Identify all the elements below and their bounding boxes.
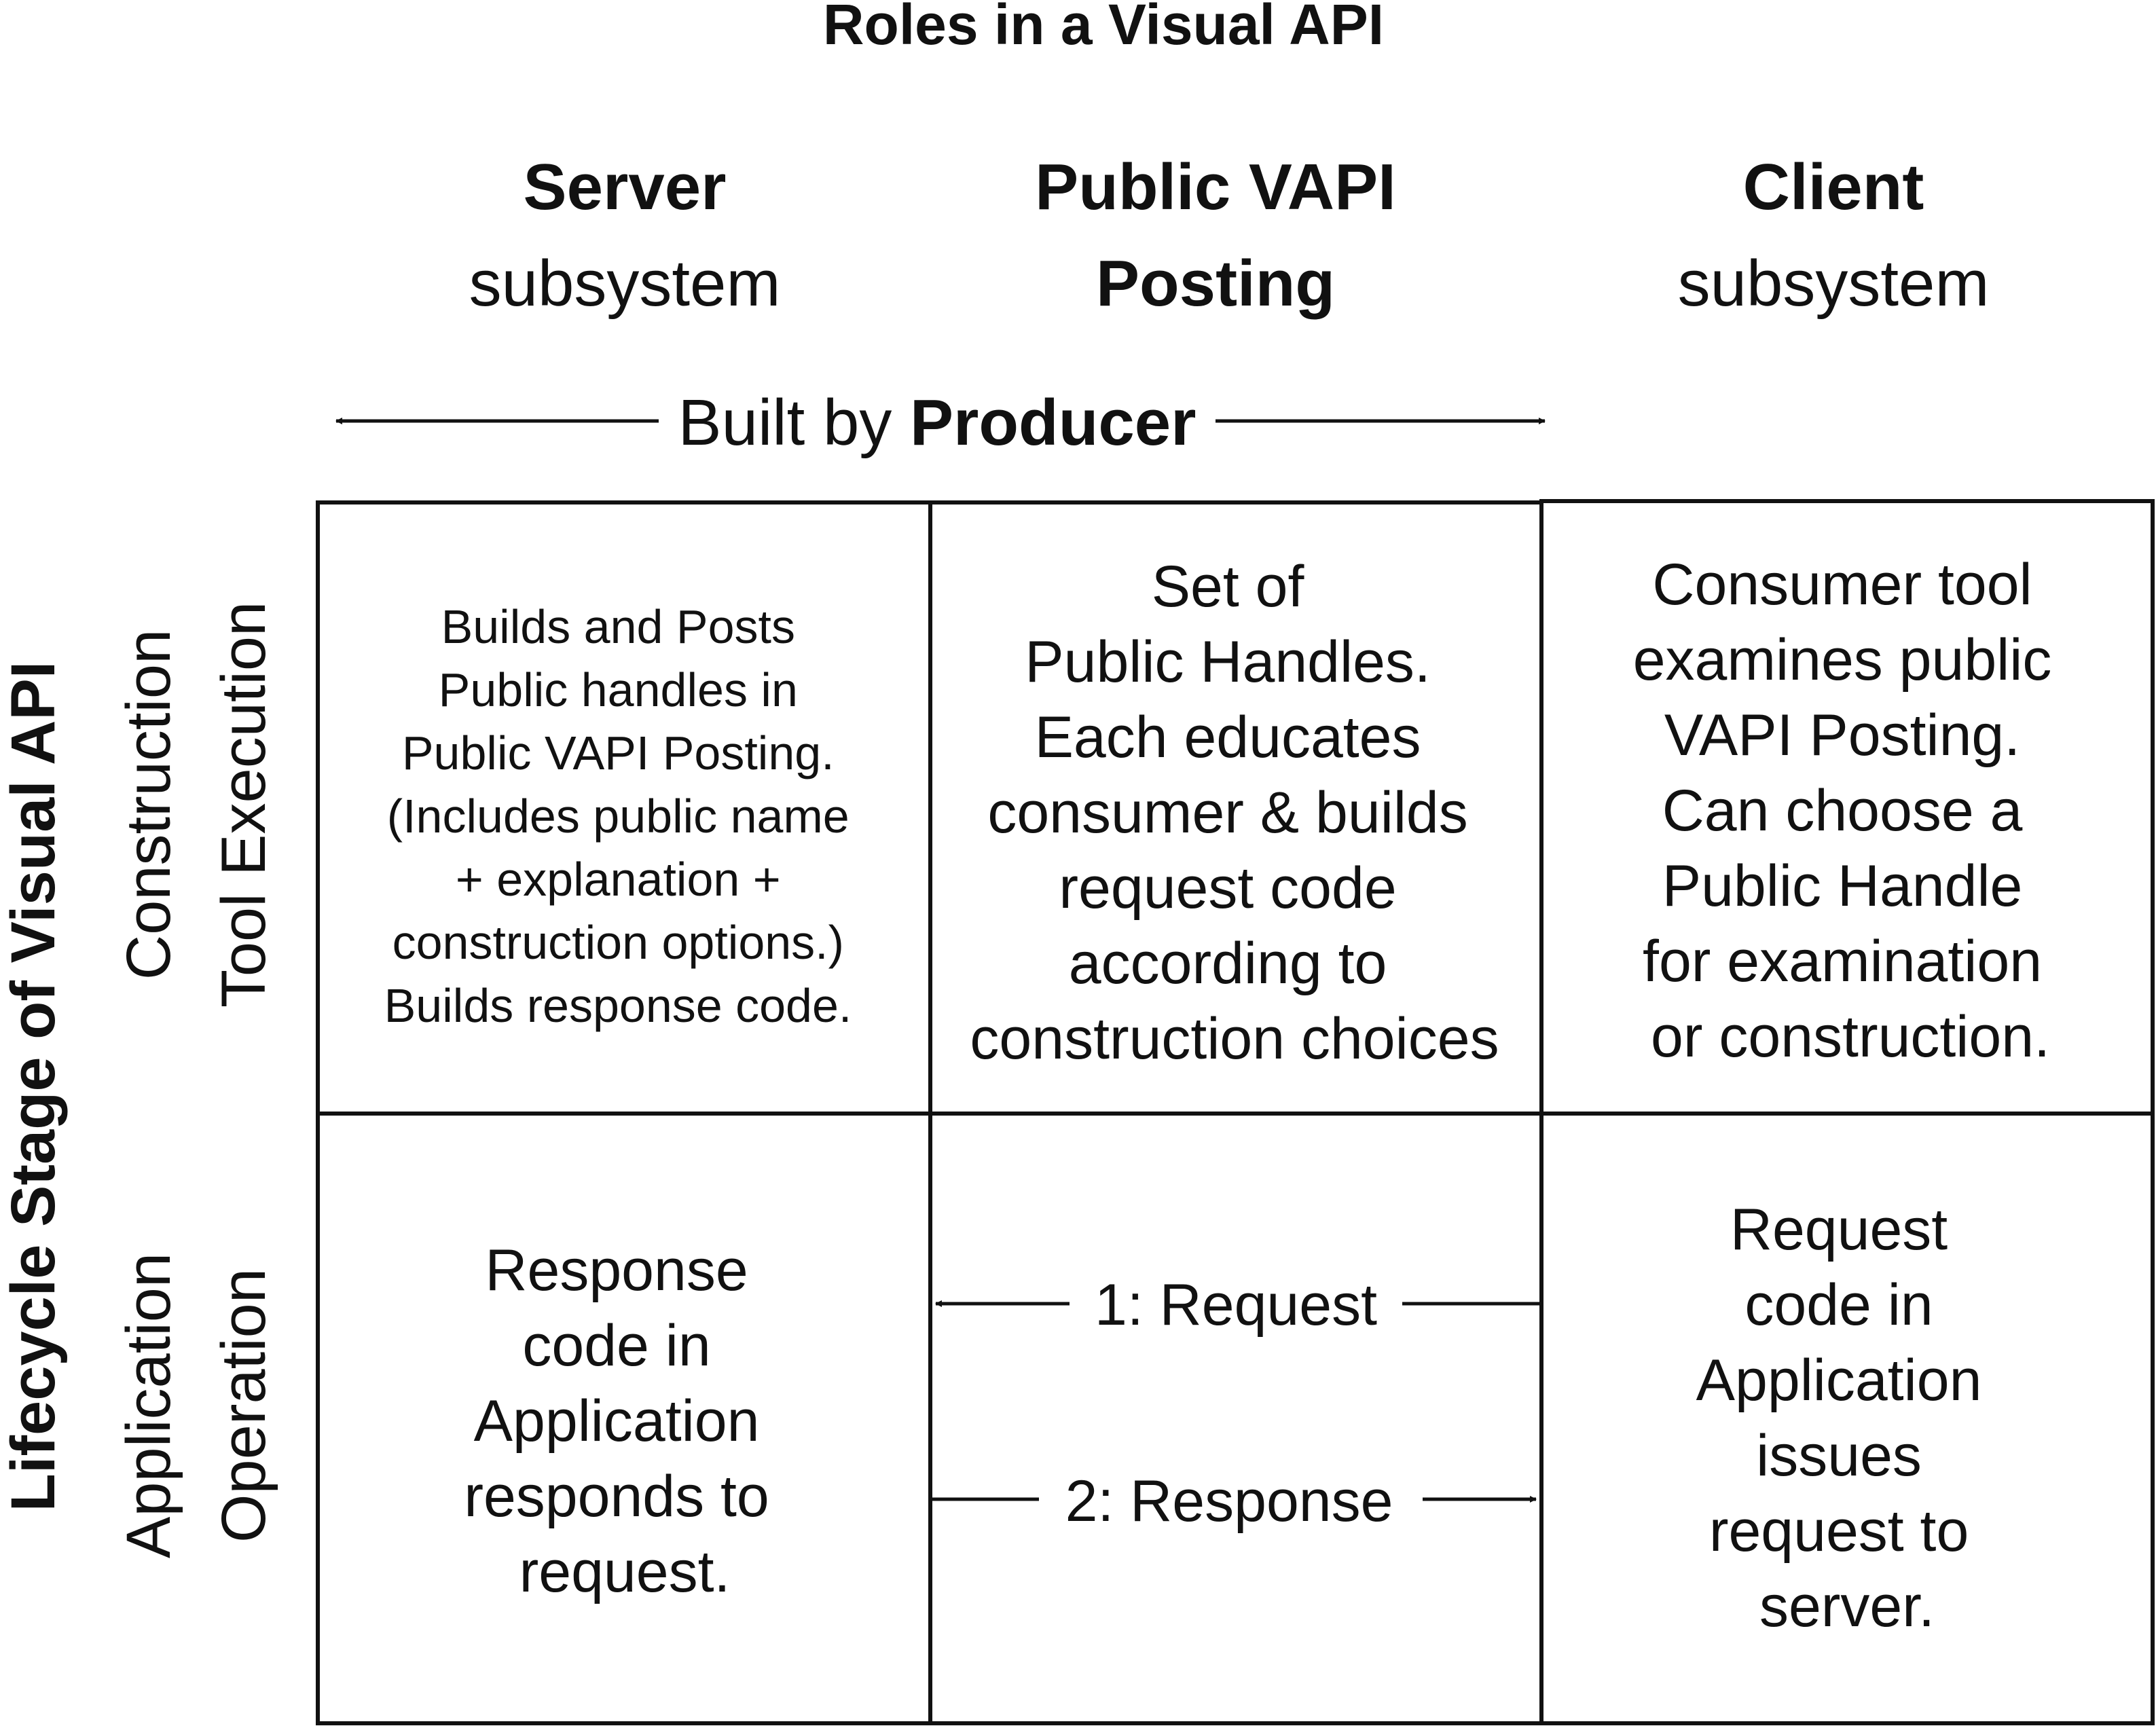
posting-construction-line: according to	[1069, 931, 1387, 996]
posting-construction-line: consumer & builds	[987, 780, 1467, 845]
client-construction-line: for examination	[1643, 929, 2042, 994]
application-row-label-line1: Application	[114, 1253, 183, 1558]
cell-posting-application	[928, 1112, 1543, 1725]
posting-construction-line: Each educates	[1035, 705, 1421, 770]
posting-construction-line: construction choices	[970, 1006, 1499, 1071]
client-construction-line: VAPI Posting.	[1664, 703, 2020, 768]
client-application-line: issues	[1756, 1423, 1922, 1488]
client-application-line: Application	[1696, 1348, 1982, 1413]
server-construction-line: Builds and Posts	[441, 600, 795, 653]
server-subheader: subsystem	[469, 247, 781, 320]
server-application-text: Response code in Application responds to…	[464, 1238, 785, 1604]
posting-construction-line: Public Handles.	[1025, 629, 1431, 695]
client-construction-line: or construction.	[1651, 1004, 2050, 1069]
server-application-line: responds to	[464, 1464, 769, 1529]
client-construction-line: Consumer tool	[1652, 552, 2032, 617]
request-arrow-label: 1: Request	[1095, 1272, 1377, 1338]
server-construction-line: + explanation +	[456, 853, 781, 906]
client-application-line: request to	[1709, 1499, 1969, 1564]
row-axis-label: Lifecycle Stage of Visual API	[0, 661, 68, 1512]
server-construction-text: Builds and Posts Public handles in Publi…	[384, 600, 863, 1032]
producer-prefix: Built by	[678, 386, 892, 459]
client-subheader: subsystem	[1678, 247, 1990, 320]
posting-header-line2: Posting	[1096, 247, 1335, 320]
cell-client-application	[1539, 1112, 2155, 1725]
construction-row-label-line2: Tool Execution	[209, 602, 278, 1008]
client-construction-text: Consumer tool examines public VAPI Posti…	[1633, 552, 2068, 1069]
client-construction-line: examines public	[1633, 627, 2052, 693]
server-application-line: Application	[474, 1389, 760, 1454]
server-application-line: code in	[522, 1313, 710, 1378]
construction-row-label-line1: Construction	[114, 629, 183, 980]
client-header: Client	[1743, 151, 1924, 223]
server-header: Server	[524, 151, 727, 223]
diagram-title: Roles in a Visual API	[823, 0, 1384, 56]
posting-header-line1: Public VAPI	[1035, 151, 1396, 223]
client-application-line: Request	[1730, 1197, 1948, 1262]
server-construction-line: Public VAPI Posting.	[402, 727, 835, 779]
server-application-line: request.	[519, 1539, 731, 1604]
client-construction-line: Can choose a	[1662, 778, 2023, 843]
posting-construction-line: Set of	[1152, 554, 1305, 619]
posting-construction-text: Set of Public Handles. Each educates con…	[970, 554, 1499, 1071]
application-row-label-line2: Operation	[209, 1268, 278, 1543]
response-arrow-label: 2: Response	[1065, 1469, 1393, 1534]
client-application-line: server.	[1759, 1574, 1935, 1639]
server-construction-line: construction options.)	[392, 916, 844, 969]
server-construction-line: Builds response code.	[384, 979, 852, 1032]
client-construction-line: Public Handle	[1662, 853, 2023, 919]
server-construction-line: Public handles in	[439, 663, 798, 716]
server-application-line: Response	[485, 1238, 748, 1303]
posting-construction-line: request code	[1059, 856, 1396, 921]
producer-name: Producer	[910, 386, 1196, 459]
client-application-line: code in	[1744, 1272, 1933, 1338]
producer-label: Built by Producer	[678, 386, 1196, 459]
server-construction-line: (Includes public name	[387, 790, 849, 843]
client-application-text: Request code in Application issues reque…	[1696, 1197, 1998, 1639]
